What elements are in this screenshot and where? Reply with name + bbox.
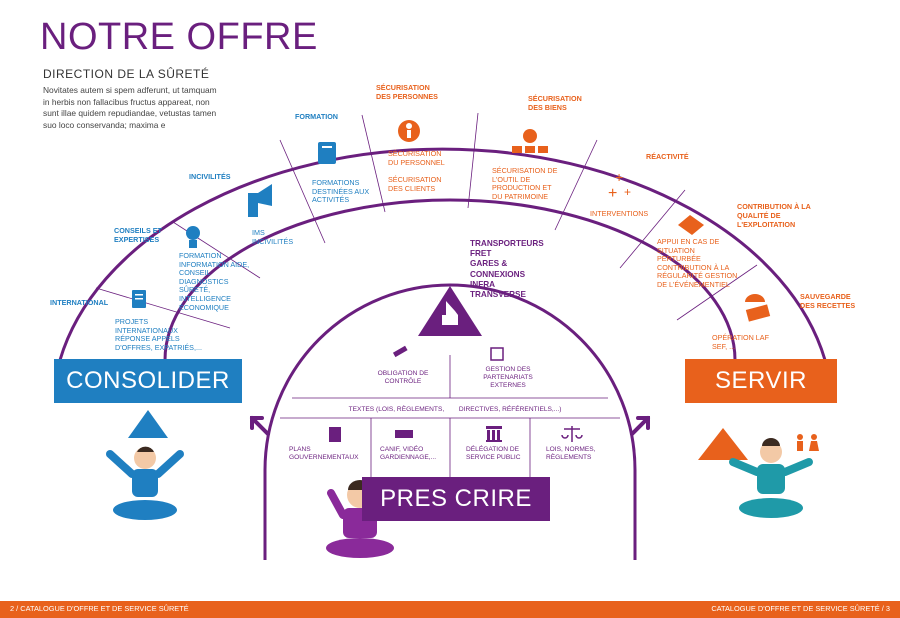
segment-head-sauvegarde: SAUVEGARDE DES RECETTES	[800, 292, 856, 310]
segment-body-clients: SÉCURISATION DES CLIENTS	[388, 175, 442, 193]
inner-obligation: OBLIGATION DE CONTRÔLE	[377, 370, 429, 385]
gavel-icon	[392, 345, 408, 358]
inner-texts-row: TEXTES (LOIS, RÈGLEMENTS, DIRECTIVES, RÉ…	[348, 406, 562, 413]
inner-cell-lois: LOIS, NORMES, RÈGLEMENTS	[546, 446, 596, 461]
segment-body-formation: FORMATIONS DESTINÉES AUX ACTIVITÉS	[312, 178, 370, 205]
megaphone-icon	[248, 193, 258, 217]
hand-idea-icon	[186, 226, 200, 240]
book-icon	[318, 142, 336, 164]
segment-body-contribution: APPUI EN CAS DE SITUATION PERTURBÉE CONT…	[657, 237, 738, 289]
segment-head-incivilites: INCIVILITÉS	[189, 172, 231, 181]
pointing-hand-icon	[442, 301, 458, 325]
page-subtitle: DIRECTION DE LA SÛRETÉ	[43, 67, 210, 81]
public-building-icon	[486, 426, 502, 442]
segment-head-international: INTERNATIONAL	[50, 298, 109, 307]
arrow-head-right	[636, 416, 650, 430]
servir-character	[698, 428, 819, 518]
segment-body-international: PROJETS INTERNATIONAUX RÉPONSE APPELS D'…	[115, 317, 202, 352]
center-list-item: TRANSPORTEURS	[470, 239, 544, 248]
partnership-icon	[490, 347, 504, 361]
arrow-up-right-icon	[630, 416, 650, 436]
network-icon	[523, 129, 537, 143]
arrow-up-left-icon	[250, 416, 270, 436]
segment-body-interventions: INTERVENTIONS	[590, 209, 649, 218]
umbrella-icon	[745, 294, 765, 302]
svg-text:+: +	[608, 185, 617, 202]
consolider-label: CONSOLIDER	[54, 359, 242, 403]
center-list-item: INFRA	[470, 279, 496, 289]
intro-text: Novitates autem si spem adferunt, ut tam…	[43, 85, 217, 130]
segment-body-sauvegarde: OPÉRATION LAF SEF, ...	[712, 333, 769, 351]
center-list-item: FRET	[470, 249, 492, 259]
segment-head-personnes: SÉCURISATION DES PERSONNES	[376, 83, 438, 101]
page-title: NOTRE OFFRE	[40, 16, 318, 58]
inner-semicircle	[263, 283, 637, 560]
arrow-head-left	[250, 416, 264, 430]
segment-head-formation: FORMATION	[295, 112, 338, 121]
center-list: TRANSPORTEURS FRET GARES & CONNEXIONS IN…	[470, 239, 544, 300]
plan-document-icon	[329, 427, 341, 442]
middle-arc	[163, 198, 737, 361]
svg-text:+: +	[615, 169, 623, 185]
segment-head-contribution: CONTRIBUTION À LA QUALITÉ DE L'EXPLOITAT…	[737, 202, 811, 229]
inner-cell-delegation: DÉLÉGATION DE SERVICE PUBLIC	[466, 446, 521, 461]
segment-body-personnel: SÉCURISATION DU PERSONNEL	[388, 149, 445, 167]
inner-cell-plans: PLANS GOUVERNEMENTAUX	[289, 446, 359, 461]
center-list-item: CONNEXIONS	[470, 269, 526, 279]
people-icon	[797, 434, 819, 451]
segment-body-biens: SÉCURISATION DE L'OUTIL DE PRODUCTION ET…	[492, 166, 558, 201]
footer-left: 2 / CATALOGUE D'OFFRE ET DE SERVICE SÛRE…	[10, 604, 189, 613]
inner-partenariats: GESTION DES PARTENARIATS EXTERNES	[483, 366, 533, 389]
inner-cell-canif: CANIF, VIDÉO GARDIENNAGE,...	[380, 446, 437, 461]
camera-icon	[395, 430, 413, 438]
plus-icons: +++	[608, 169, 631, 202]
scales-icon	[561, 426, 583, 442]
center-list-item: TRANSVERSE	[470, 290, 526, 300]
footer-right: CATALOGUE D'OFFRE ET DE SERVICE SÛRETÉ /…	[711, 604, 890, 613]
servir-label: SERVIR	[685, 359, 837, 403]
center-list-item: GARES &	[470, 259, 508, 269]
inner-grid	[280, 355, 620, 480]
svg-text:+: +	[624, 185, 631, 199]
prescrire-label: PRES CRIRE	[362, 477, 550, 521]
segment-head-reactivite: RÉACTIVITÉ	[646, 152, 689, 161]
handshake-icon	[678, 215, 704, 235]
footer-bar	[0, 601, 900, 618]
arrows	[250, 416, 650, 436]
outer-arc	[58, 147, 827, 361]
segment-body-incivilites: IMS INCIVILITÉS	[252, 228, 294, 246]
consolider-character	[106, 410, 184, 520]
segment-head-conseils: CONSEILS ET EXPERTISES	[114, 226, 162, 244]
segment-body-conseils: FORMATION INFORMATION AIDE, CONSEIL DIAG…	[179, 251, 250, 312]
segment-head-biens: SÉCURISATION DES BIENS	[528, 94, 582, 112]
